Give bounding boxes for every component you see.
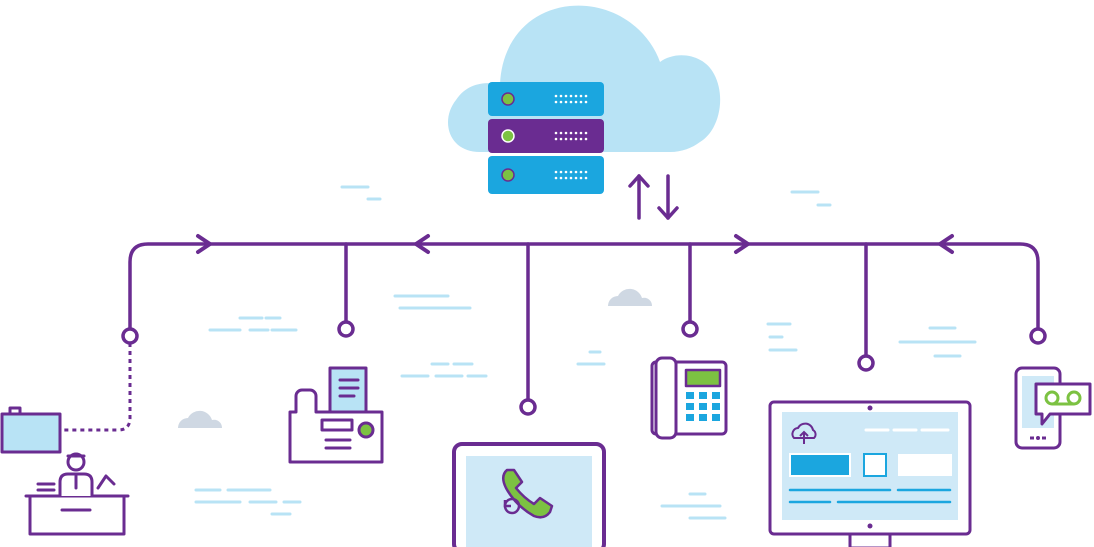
small-cloud-icon: [178, 410, 223, 428]
server-unit: [488, 119, 604, 153]
cloud-server-icon: [448, 5, 721, 194]
computer-monitor-icon: [768, 400, 972, 547]
network-bus: [128, 234, 1040, 402]
small-cloud-icon: [608, 288, 653, 306]
laptop-softphone-icon: [452, 442, 606, 547]
cloud-upload-icon: [791, 422, 817, 444]
background-dashes: [194, 185, 977, 520]
phone-handset-icon: [502, 468, 554, 519]
server-unit: [488, 82, 604, 116]
dotted-connector: [60, 343, 132, 432]
reception-desk-icon: [0, 406, 130, 536]
mobile-voicemail-icon: [1014, 366, 1092, 450]
voicemail-symbol: [1044, 390, 1082, 406]
desk-phone-icon: [650, 356, 728, 440]
sync-arrows-icon: [628, 174, 679, 220]
server-unit: [488, 156, 604, 194]
fax-machine-icon: [288, 366, 384, 464]
connection-nodes: [121, 320, 1047, 416]
